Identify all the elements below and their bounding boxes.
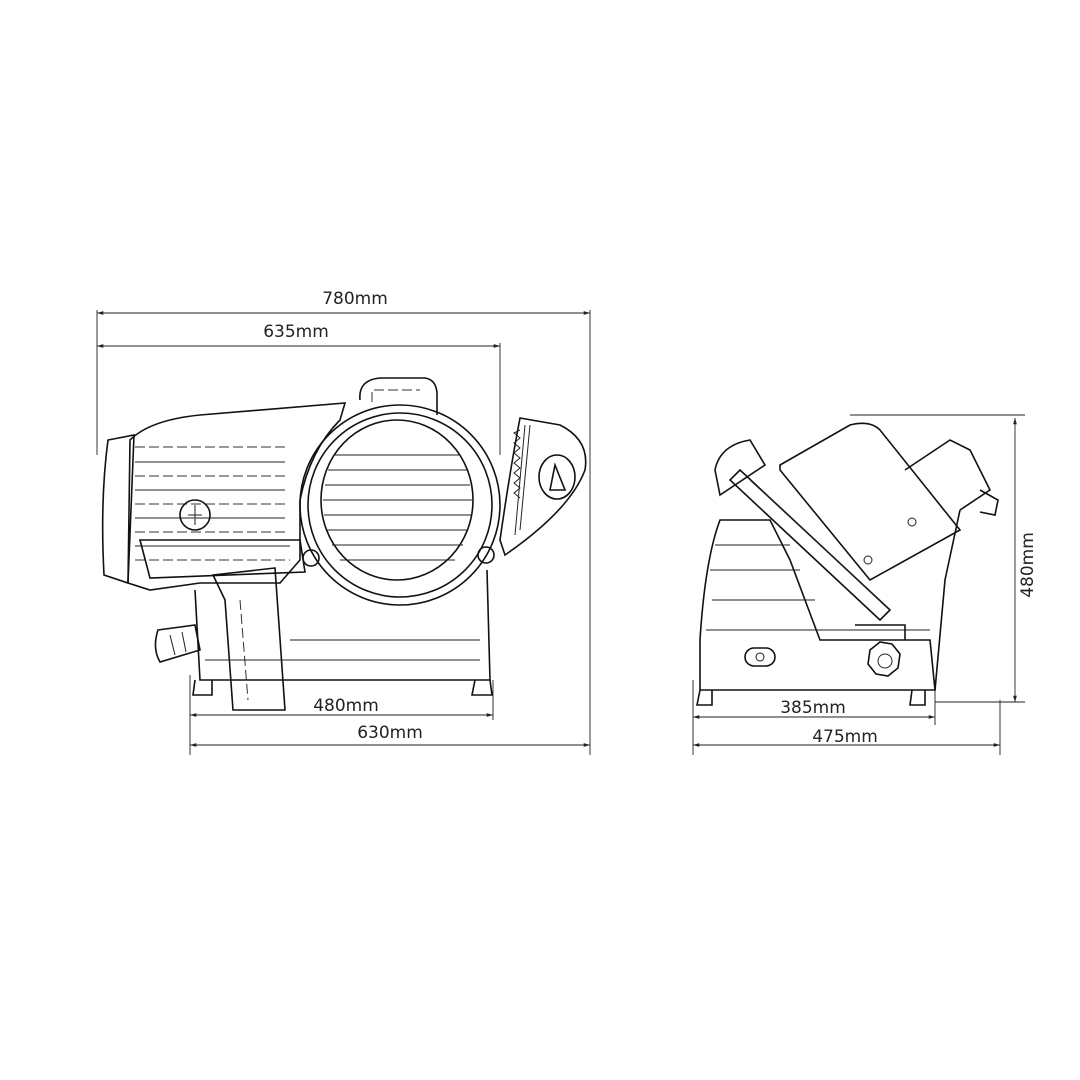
front-view-slicer	[101, 377, 587, 711]
switch-icon	[744, 647, 776, 667]
dim-body-length: 635mm	[263, 322, 329, 342]
dim-base-depth: 385mm	[780, 698, 846, 718]
dimension-lines	[96, 310, 1025, 755]
dim-overall-depth: 475mm	[812, 727, 878, 747]
dim-overall-length: 780mm	[322, 289, 388, 309]
housing-vents	[135, 446, 290, 561]
dim-base-overall: 630mm	[357, 723, 423, 743]
dim-base-width: 480mm	[313, 696, 379, 716]
thickness-knob-icon	[867, 641, 901, 677]
blade-lines	[323, 454, 472, 561]
side-view-slicer	[696, 422, 999, 706]
dim-height: 480mm	[1018, 532, 1038, 598]
knob-icon	[179, 499, 211, 531]
